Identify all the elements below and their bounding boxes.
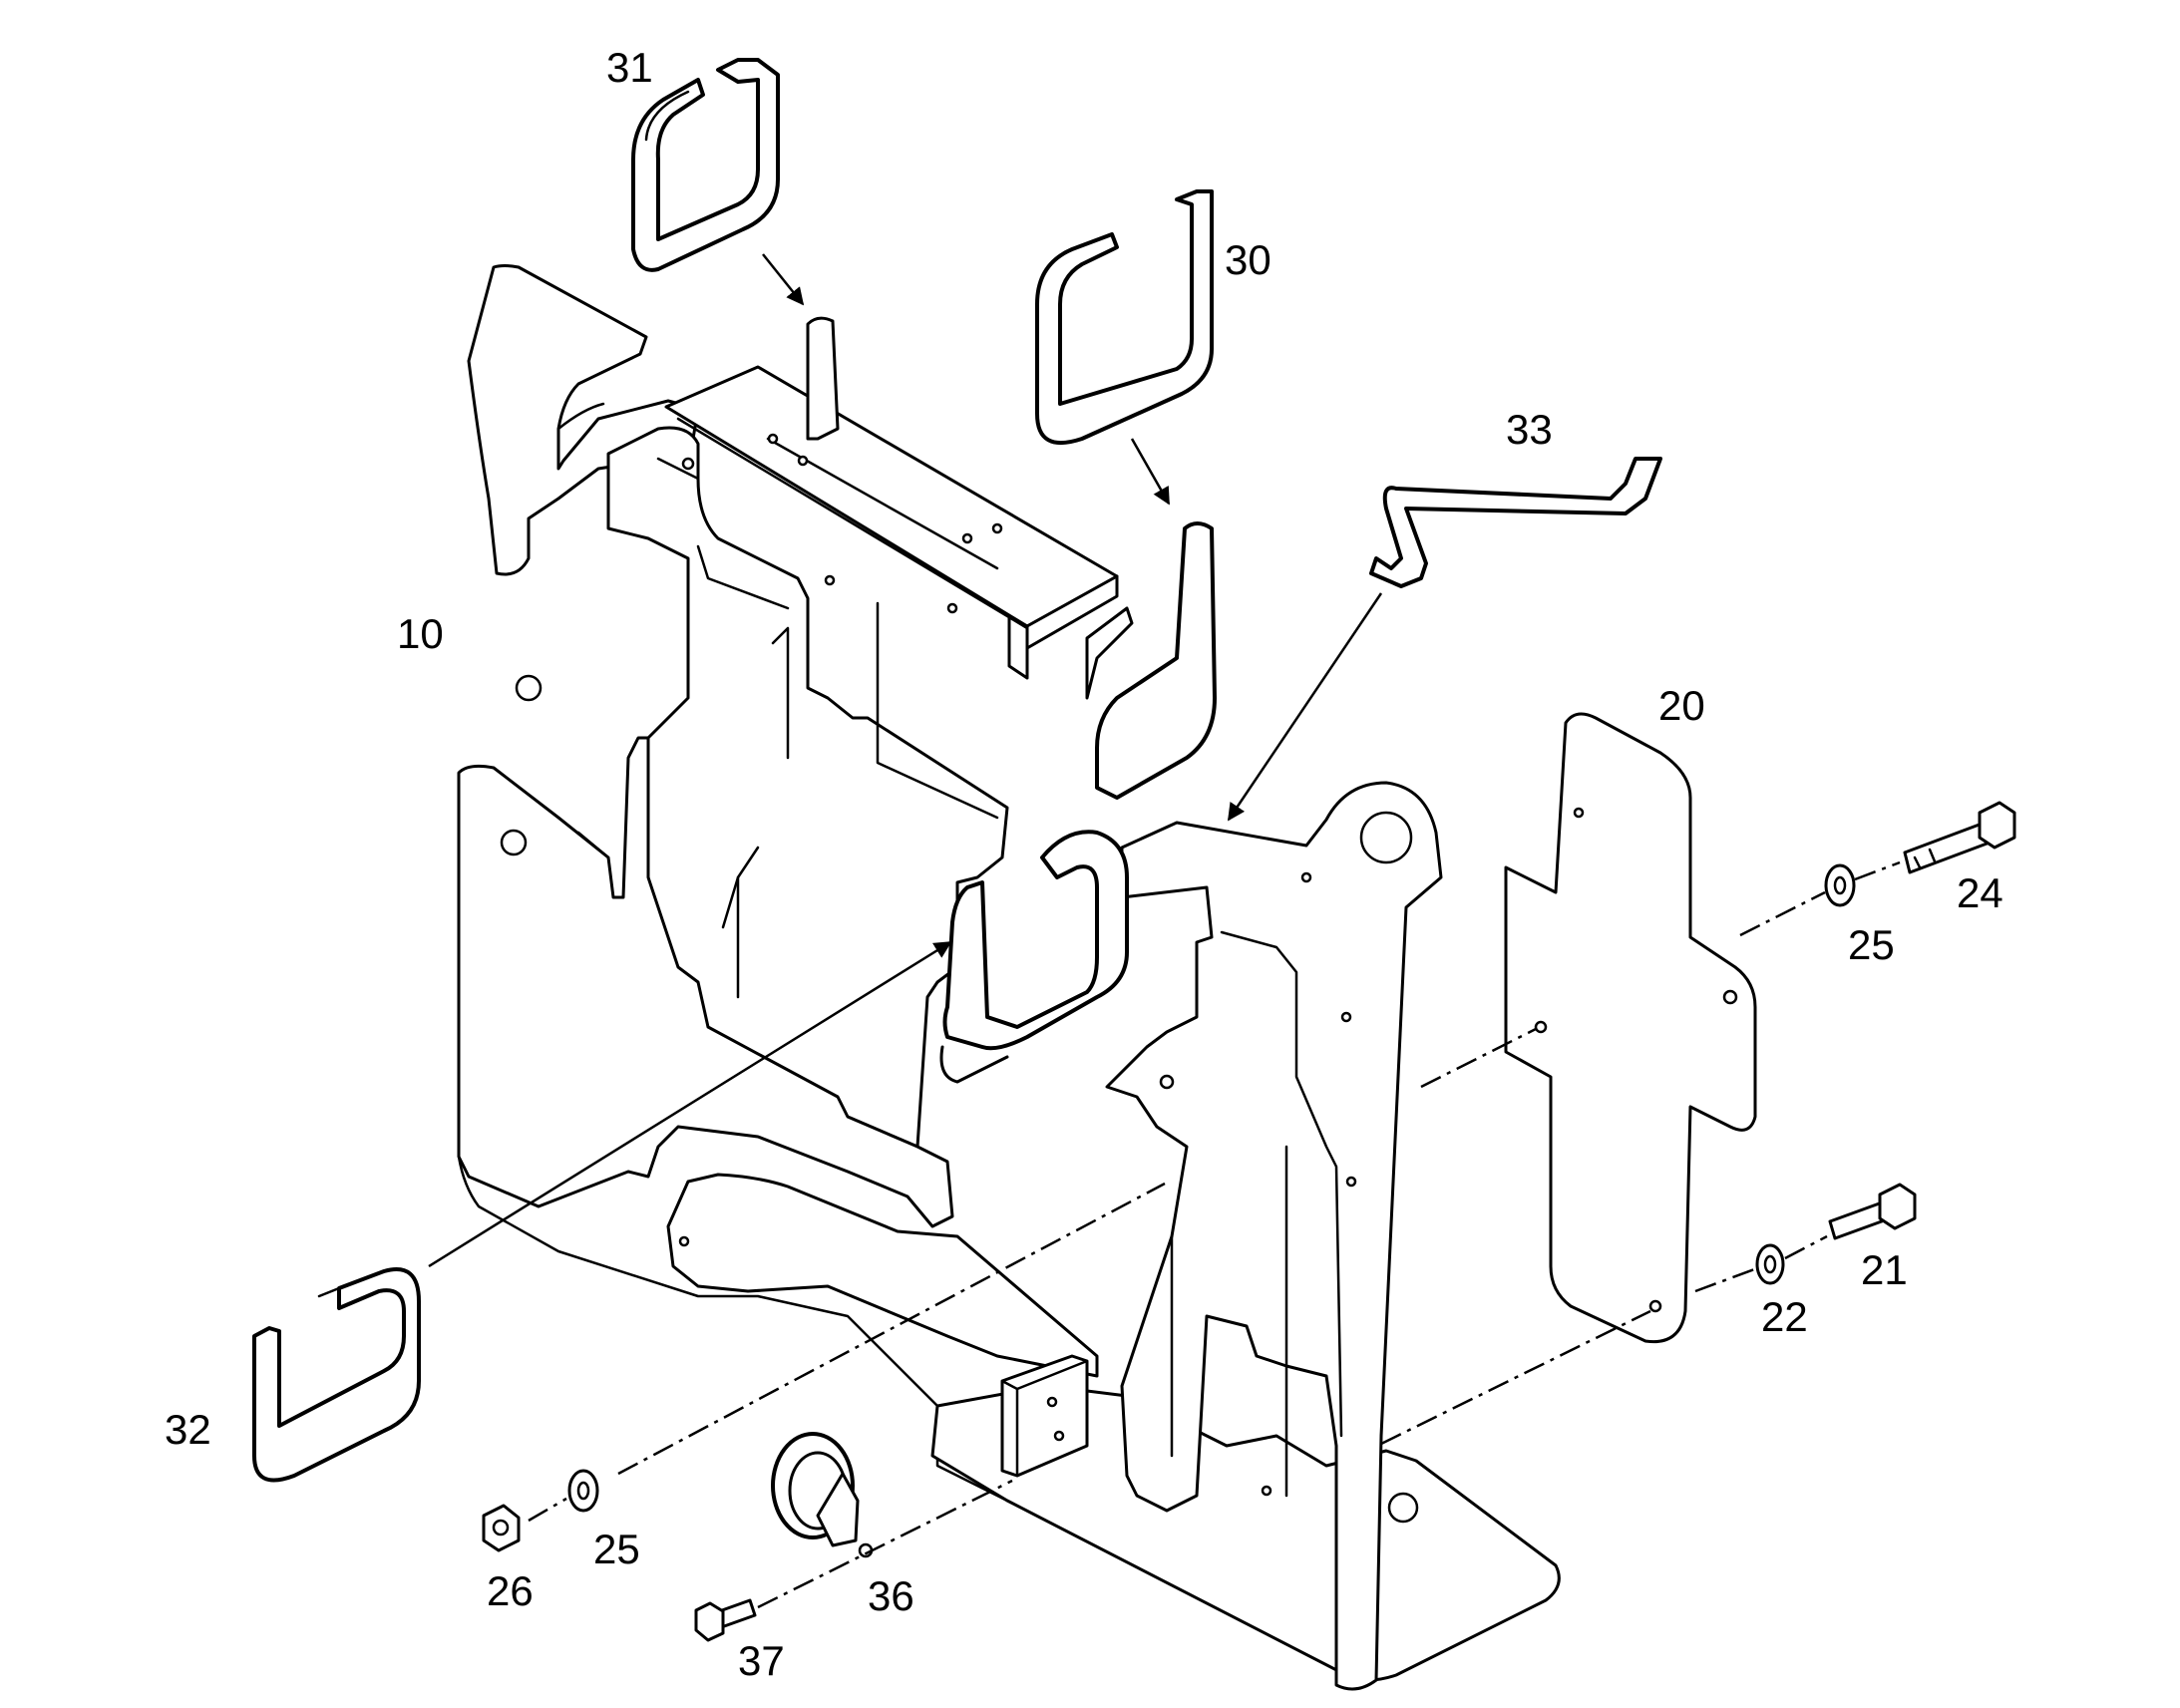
part-37-bolt bbox=[694, 1598, 757, 1642]
callout-32: 32 bbox=[165, 1406, 211, 1453]
callout-10: 10 bbox=[397, 610, 444, 657]
part-21-bolt bbox=[1828, 1183, 1917, 1240]
callout-22: 22 bbox=[1761, 1293, 1808, 1340]
callout-20: 20 bbox=[1658, 682, 1705, 729]
callout-25-top: 25 bbox=[1848, 921, 1895, 968]
part-30-u-channel bbox=[1035, 189, 1214, 445]
assembly-centerlines bbox=[528, 860, 1901, 1609]
callout-labels: 31 30 33 10 20 24 25 21 22 32 26 25 36 3… bbox=[165, 44, 2003, 1684]
callout-37: 37 bbox=[738, 1637, 785, 1684]
part-24-bolt bbox=[1903, 801, 2016, 874]
part-25-washer-top bbox=[1824, 863, 1856, 907]
part-36-grommet bbox=[771, 1432, 874, 1558]
callout-33: 33 bbox=[1506, 406, 1553, 453]
callout-21: 21 bbox=[1861, 1246, 1908, 1293]
callout-36: 36 bbox=[868, 1572, 914, 1619]
small-block bbox=[1000, 1354, 1089, 1478]
right-side-plate bbox=[1105, 781, 1443, 1691]
part-26-nut bbox=[482, 1504, 521, 1552]
part-32-u-channel bbox=[252, 1267, 421, 1483]
part-33-bent-strap bbox=[1369, 457, 1662, 588]
part-22-washer bbox=[1755, 1243, 1785, 1285]
assembly-arrows bbox=[428, 253, 1383, 1268]
callout-31: 31 bbox=[606, 44, 653, 91]
part-25-washer-bottom bbox=[567, 1469, 599, 1513]
part-31-u-channel bbox=[631, 58, 780, 272]
front-u-bracket bbox=[939, 830, 1129, 1084]
vertical-bar bbox=[806, 316, 840, 441]
callout-25-bottom: 25 bbox=[593, 1526, 640, 1572]
part-20-cover-plate bbox=[1504, 712, 1757, 1344]
u-bracket-below-30 bbox=[1085, 521, 1217, 800]
callout-30: 30 bbox=[1225, 236, 1272, 283]
part-10-main-frame bbox=[457, 264, 1119, 1503]
callout-26: 26 bbox=[487, 1567, 534, 1614]
callout-24: 24 bbox=[1957, 869, 2003, 916]
